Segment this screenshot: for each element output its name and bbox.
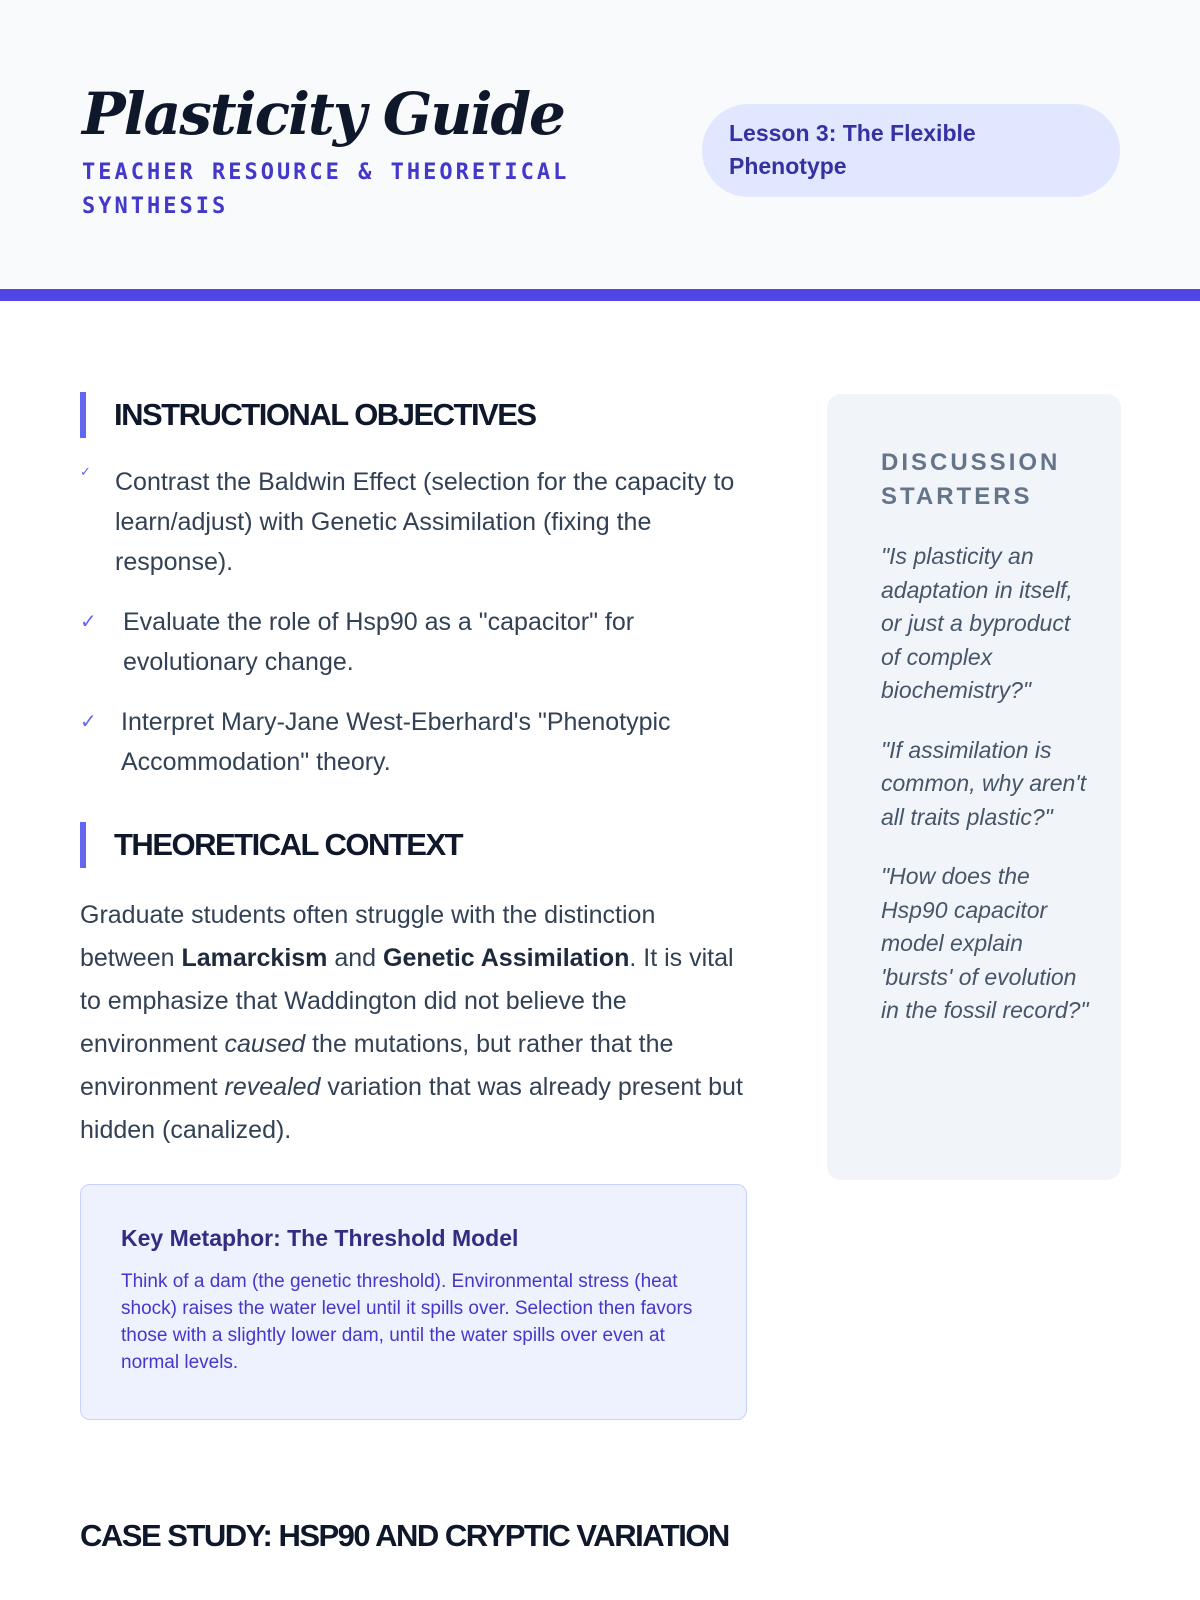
discussion-question: "If assimilation is common, why aren't a…	[881, 736, 1087, 830]
objective-text: Contrast the Baldwin Effect (selection f…	[115, 468, 735, 576]
check-icon: ✓	[80, 611, 97, 633]
page-subtitle: TEACHER RESOURCE & THEORETICAL SYNTHESIS	[82, 160, 570, 219]
discussion-question: "How does the Hsp90 capacitor model expl…	[881, 863, 1089, 1023]
discussion-sidebar: DISCUSSION STARTERS "Is plasticity an ad…	[827, 394, 1121, 1180]
check-icon: ✓	[80, 464, 91, 479]
page-header: Plasticity Guide TEACHER RESOURCE & THEO…	[0, 0, 1200, 301]
objective-text: Interpret Mary-Jane West-Eberhard's "Phe…	[121, 708, 671, 776]
objective-text: Evaluate the role of Hsp90 as a "capacit…	[123, 608, 635, 676]
context-paragraph: Graduate students often struggle with th…	[80, 901, 743, 1144]
check-icon: ✓	[80, 711, 97, 733]
main-content: INSTRUCTIONAL OBJECTIVES ✓ Contrast the B…	[80, 392, 747, 1420]
page-title: Plasticity Guide	[82, 80, 566, 148]
list-item: ✓ Contrast the Baldwin Effect (selection …	[80, 462, 747, 582]
metaphor-callout: Key Metaphor: The Threshold Model Think …	[80, 1184, 747, 1420]
metaphor-text: Think of a dam (the genetic threshold). …	[121, 1271, 693, 1373]
case-study-heading: CASE STUDY: HSP90 AND CRYPTIC VARIATION	[80, 1518, 730, 1553]
context-heading: THEORETICAL CONTEXT	[80, 822, 747, 868]
lesson-badge: Lesson 3: The Flexible Phenotype	[702, 104, 1120, 197]
discussion-heading: DISCUSSION STARTERS	[881, 449, 1061, 510]
discussion-question: "Is plasticity an adaptation in itself, …	[881, 543, 1073, 703]
list-item: ✓ Evaluate the role of Hsp90 as a "capaci…	[80, 602, 747, 682]
list-item: ✓ Interpret Mary-Jane West-Eberhard's "Ph…	[80, 702, 747, 782]
metaphor-title: Key Metaphor: The Threshold Model	[121, 1225, 519, 1251]
objectives-heading: INSTRUCTIONAL OBJECTIVES	[80, 392, 747, 438]
objectives-list: ✓ Contrast the Baldwin Effect (selection …	[80, 462, 747, 782]
